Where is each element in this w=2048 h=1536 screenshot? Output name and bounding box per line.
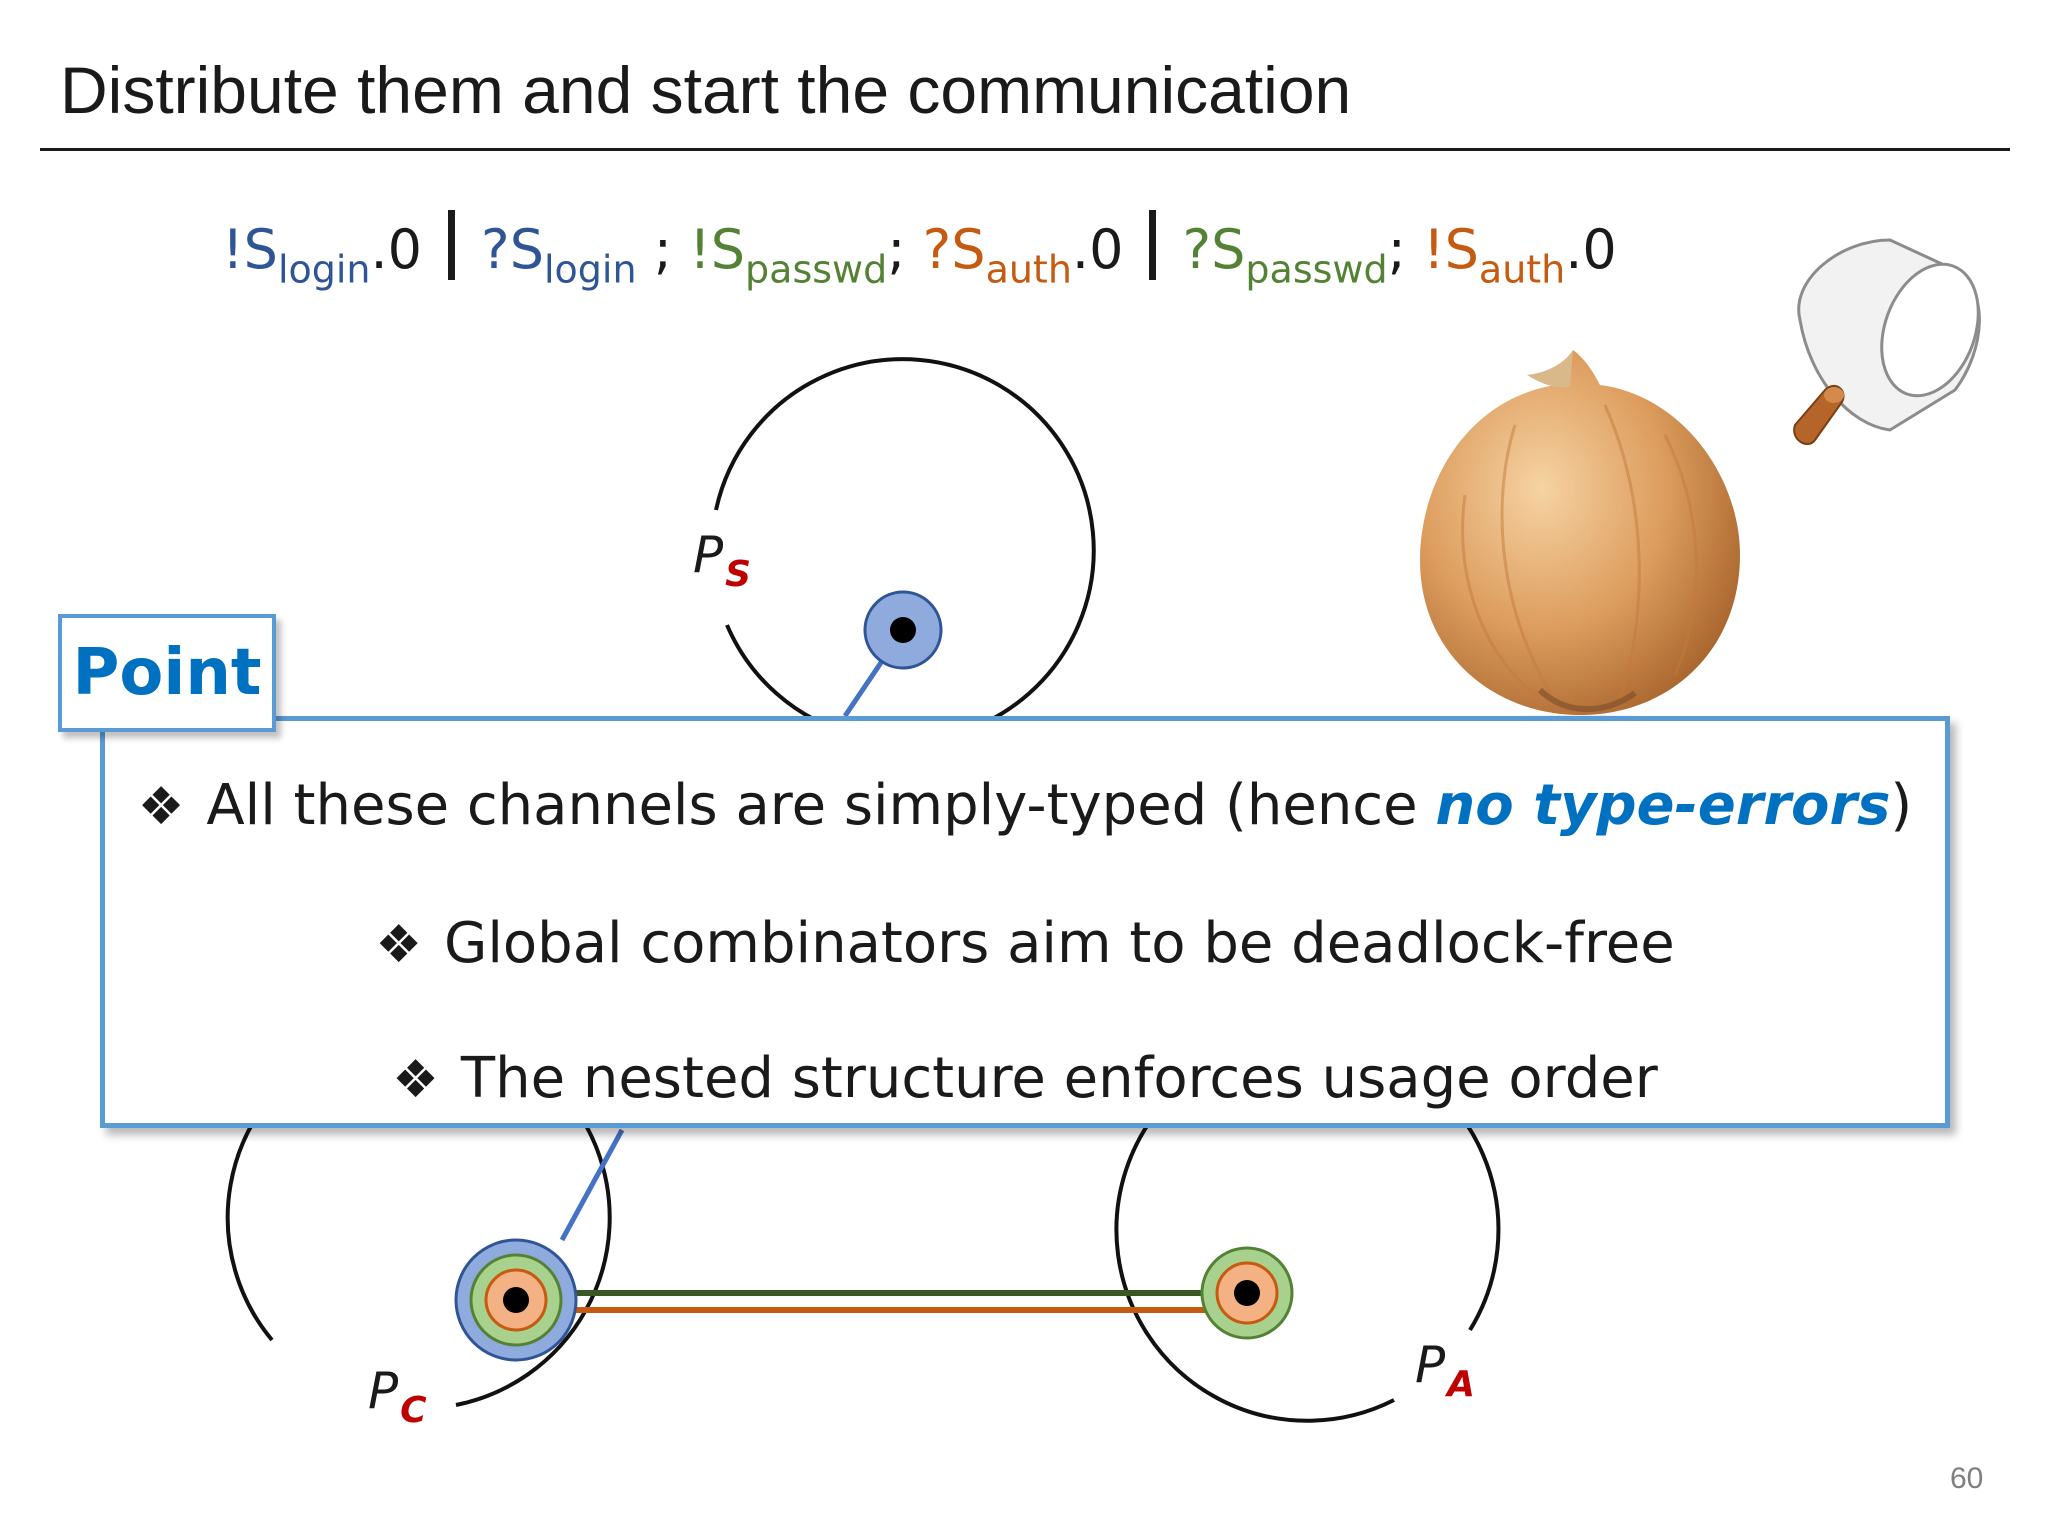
title-rule (40, 148, 2010, 151)
bullet-diamond-icon: ❖ (375, 915, 422, 975)
term-send-passwd: !Spasswd (689, 218, 888, 292)
point-box: ❖All these channels are simply-typed (he… (100, 716, 1950, 1128)
onion-image (1420, 350, 1740, 725)
point-line-1: ❖All these channels are simply-typed (he… (137, 773, 1913, 838)
term-send-auth: !Sauth (1422, 218, 1566, 292)
cup-image (1793, 238, 1981, 445)
session-formula: !Slogin.0?Slogin ; !Spasswd; ?Sauth.0?Sp… (222, 210, 1617, 300)
term-recv-login: ?Slogin (481, 218, 637, 292)
point-tab: Point (58, 614, 276, 732)
term-end: .0 (1071, 218, 1124, 282)
term-sep: ; (1387, 218, 1423, 282)
term-sep: ; (636, 218, 690, 282)
point-line-2: ❖Global combinators aim to be deadlock-f… (375, 911, 1675, 976)
parallel-bar (448, 210, 456, 280)
endpoint-c (454, 1238, 578, 1362)
term-end: .0 (370, 218, 423, 282)
term-recv-auth: ?Sauth (922, 218, 1072, 292)
process-label-c: PC (368, 1362, 427, 1431)
endpoint-s (863, 590, 943, 670)
blue-channel-link (559, 1128, 625, 1242)
process-circle-s (714, 357, 1096, 744)
parallel-bar (1149, 210, 1157, 280)
term-sep: ; (887, 218, 923, 282)
term-end: .0 (1565, 218, 1617, 282)
slide-title: Distribute them and start the communicat… (60, 53, 1352, 127)
bullet-diamond-icon: ❖ (137, 777, 185, 837)
term-recv-passwd: ?Spasswd (1182, 218, 1388, 292)
point-line-3: ❖The nested structure enforces usage ord… (392, 1046, 1658, 1111)
bullet-diamond-icon: ❖ (392, 1050, 439, 1110)
page-number: 60 (1950, 1462, 1984, 1495)
process-label-a: PA (1415, 1336, 1475, 1405)
term-send-login: !Slogin (222, 218, 371, 292)
emphasis-no-type-errors: no type-errors (1435, 773, 1891, 838)
process-label-s: PS (693, 526, 751, 595)
endpoint-a (1200, 1246, 1294, 1340)
